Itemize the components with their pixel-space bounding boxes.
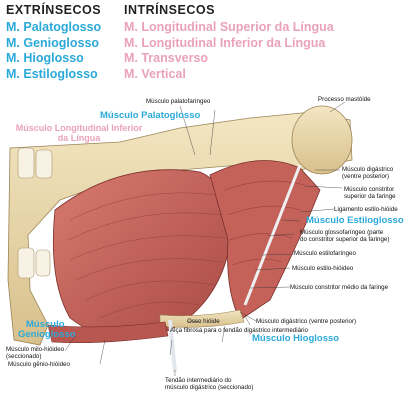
label-genioglosso-line2: Genioglosso <box>18 329 76 340</box>
label-constritor-sup-line1: Músculo constritor <box>344 186 395 193</box>
label-genio-hioideo: Músculo gênio-hióideo <box>8 361 70 368</box>
intrinsic-list: M. Longitudinal Superior da Língua M. Lo… <box>124 20 334 82</box>
label-longitudinal-inferior: Músculo Longitudinal Inferior da Língua <box>4 123 154 143</box>
label-glossofaringeo: Músculo glossofaríngeo (parte do constri… <box>300 229 389 243</box>
label-digastrico-posterior: Músculo digástrico (ventre posterior) <box>342 166 393 180</box>
intrinsic-item: M. Vertical <box>124 66 186 81</box>
mastoid-process <box>291 105 353 175</box>
label-milo-hioideo-line2: (seccionado) <box>6 353 42 360</box>
label-longitudinal-inferior-line1: Músculo Longitudinal Inferior <box>15 123 143 133</box>
hyoid-bone <box>159 309 245 328</box>
label-milo-hioideo: Músculo milo-hióideo (seccionado) <box>6 346 64 360</box>
intrinsic-item: M. Longitudinal Superior da Língua <box>124 20 334 34</box>
tongue <box>52 169 233 339</box>
label-osso-hioide: Osso hióide <box>187 318 220 325</box>
label-constritor-medio: Músculo constritor médio da faringe <box>290 284 389 291</box>
extrinsic-item: M. Hioglosso <box>6 51 84 65</box>
label-hioglosso: Músculo Hioglosso <box>252 333 340 344</box>
teeth <box>17 147 53 279</box>
label-tendao-intermediario: Tendão intermediário do músculo digástri… <box>165 377 253 391</box>
pharyngeal-fibers <box>224 180 306 266</box>
label-digastrico-line2: (ventre posterior) <box>342 173 390 180</box>
label-tendao-line2: músculo digástrico (seccionado) <box>165 384 254 391</box>
label-longitudinal-inferior-line2: da Língua <box>57 132 101 143</box>
extrinsic-list: M. Palatoglosso M. Genioglosso M. Hioglo… <box>6 20 101 82</box>
digastric-tendon <box>168 319 177 373</box>
extrinsic-item: M. Genioglosso <box>6 35 100 50</box>
label-estilo-hioideo: Músculo estilo-hióideo <box>292 265 354 272</box>
extrinsic-item: M. Estiloglosso <box>6 66 98 81</box>
leader-lines <box>64 101 346 376</box>
extrinsic-item: M. Palatoglosso <box>6 20 102 34</box>
label-palatofaringeo: Músculo palatofaríngeo <box>146 98 211 105</box>
label-digastrico-line1: Músculo digástrico <box>342 166 394 173</box>
label-constritor-sup-line2: superior da faringe <box>344 193 396 200</box>
label-constritor-superior: Músculo constritor superior da faringe <box>344 186 396 200</box>
label-glossofaringeo-line2: do constritor superior da faringe) <box>300 236 390 243</box>
label-estilofaringeo: Músculo estilofaríngeo <box>294 250 356 257</box>
intrinsic-item: M. Transverso <box>124 51 209 65</box>
geniohyoid <box>47 321 169 344</box>
label-tendao-line1: Tendão intermediário do <box>165 377 232 384</box>
label-milo-hioideo-line1: Músculo milo-hióideo <box>6 346 65 353</box>
intrinsic-heading: INTRÍNSECOS <box>124 3 215 17</box>
label-processo-mastoide: Processo mastóide <box>318 96 371 103</box>
label-estiloglosso: Músculo Estiloglosso <box>306 215 404 226</box>
label-genioglosso: Músculo Genioglosso <box>18 320 76 340</box>
pharyngeal-muscles <box>209 160 321 321</box>
stylohyoid-ligament <box>243 164 302 306</box>
label-palatoglosso: Músculo Palatoglosso <box>100 110 201 121</box>
tongue-fibers <box>67 192 226 319</box>
extrinsic-heading: EXTRÍNSECOS <box>6 3 102 17</box>
label-ligamento-estilo-hioide: Ligamento estilo-hióide <box>334 206 398 213</box>
label-glossofaringeo-line1: Músculo glossofaríngeo (parte <box>300 229 384 236</box>
label-genioglosso-line1: Músculo <box>26 319 65 330</box>
label-digastrico-posterior-b: Músculo digástrico (ventre posterior) <box>256 318 357 325</box>
label-alca-fibrosa: Alça fibrosa para o tendão digástrico in… <box>170 327 308 334</box>
intrinsic-item: M. Longitudinal Inferior da Língua <box>124 35 326 50</box>
